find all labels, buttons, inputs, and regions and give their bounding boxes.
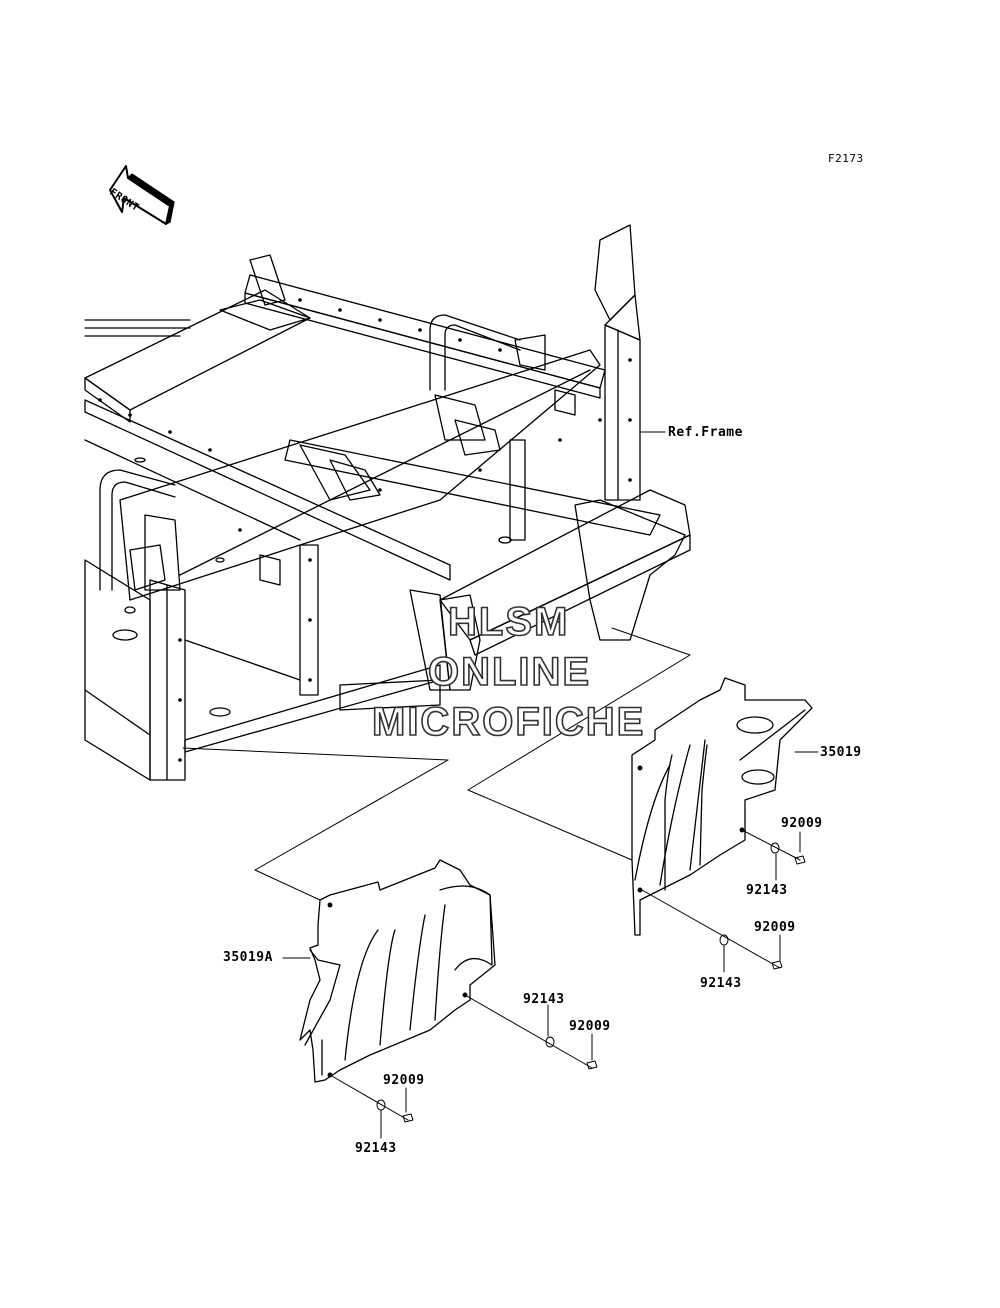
bolt-92009-b-label: 92009 xyxy=(754,920,796,935)
part-35019-label: 35019 xyxy=(820,745,862,760)
bolt-92009-c-label: 92009 xyxy=(569,1019,611,1034)
bolt-92009-d-label: 92009 xyxy=(383,1073,425,1088)
bolt-icon xyxy=(586,1060,598,1070)
bolt-92009-a-label: 92009 xyxy=(781,816,823,831)
bolt-icon xyxy=(402,1113,414,1123)
front-arrow-icon xyxy=(109,165,175,225)
washer-92143-b-label: 92143 xyxy=(700,976,742,991)
figure-code: F2173 xyxy=(828,152,864,165)
washer-icon xyxy=(545,1036,555,1048)
washer-92143-a-label: 92143 xyxy=(746,883,788,898)
vehicle-frame xyxy=(84,224,691,781)
part-35019a-label: 35019A xyxy=(223,950,273,965)
washer-icon xyxy=(770,842,780,854)
fasteners xyxy=(282,751,819,1139)
guard-35019a xyxy=(299,859,496,1083)
watermark-line-3: MICROFICHE xyxy=(371,700,646,744)
bolt-icon xyxy=(771,960,783,970)
washer-icon xyxy=(376,1099,386,1111)
bolt-icon xyxy=(794,855,806,865)
washer-92143-c-label: 92143 xyxy=(523,992,565,1007)
watermark-line-2: ONLINE xyxy=(427,650,592,694)
ref-frame-label: Ref.Frame xyxy=(668,425,743,440)
projection-lines xyxy=(182,627,691,901)
washer-92143-d-label: 92143 xyxy=(355,1141,397,1156)
watermark-line-1: HLSM xyxy=(447,600,570,644)
frame-holes xyxy=(98,298,632,762)
washer-icon xyxy=(719,934,729,946)
